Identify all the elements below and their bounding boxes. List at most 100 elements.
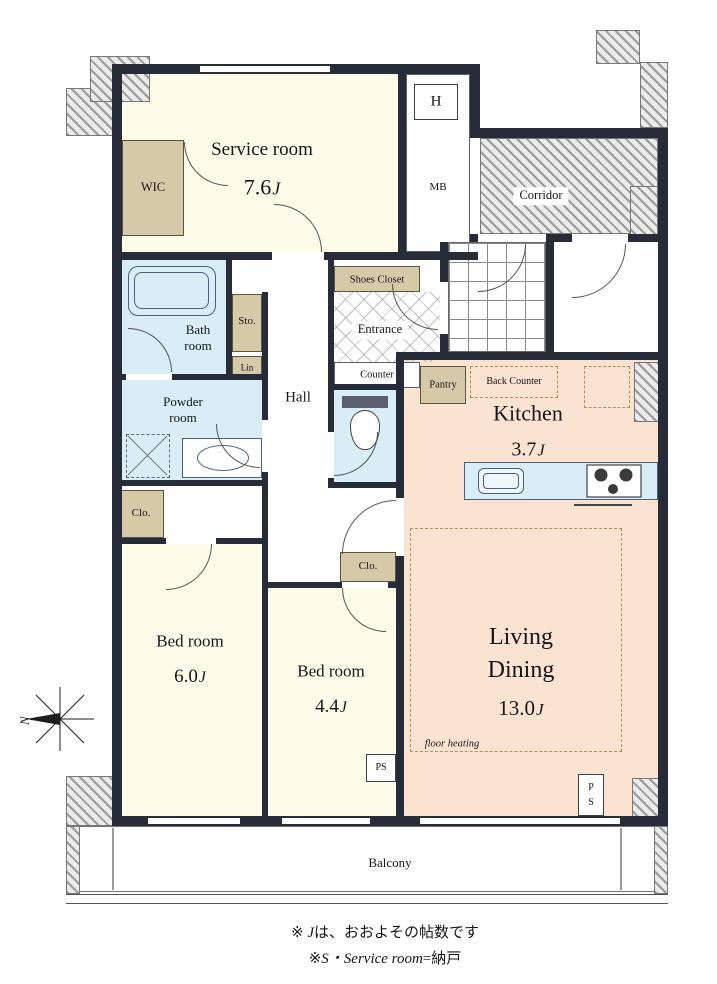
wall bbox=[470, 234, 668, 242]
pipe-space-1 bbox=[366, 754, 396, 782]
bedroom-2-label: Bed room bbox=[297, 661, 365, 681]
window bbox=[420, 816, 620, 826]
wall bbox=[328, 482, 402, 488]
shoes-closet bbox=[334, 266, 420, 292]
corridor-area bbox=[480, 138, 658, 234]
closet-1-label: Clo. bbox=[131, 507, 151, 520]
kitchen-label: Kitchen bbox=[493, 400, 563, 426]
door-arc bbox=[342, 500, 396, 554]
floor-heating-label: floor heating bbox=[424, 738, 480, 750]
wall bbox=[398, 64, 406, 260]
bedroom-2-area: 4.4J bbox=[315, 696, 347, 718]
entrance-label: Entrance bbox=[351, 321, 409, 339]
hatch-block bbox=[654, 826, 668, 894]
door-opening bbox=[272, 252, 324, 260]
door-opening bbox=[328, 432, 334, 478]
back-counter-area bbox=[470, 366, 558, 398]
door-opening bbox=[440, 282, 448, 334]
stove-icon bbox=[586, 464, 642, 498]
wall bbox=[328, 384, 402, 390]
door-opening bbox=[262, 420, 268, 472]
closet-2-label: Clo. bbox=[358, 560, 378, 573]
fridge-space bbox=[584, 366, 630, 408]
bedroom-1-label: Bed room bbox=[156, 631, 224, 651]
wall bbox=[112, 374, 268, 380]
meter-box-label: MB bbox=[429, 181, 447, 194]
door-opening bbox=[572, 234, 628, 242]
h-box bbox=[414, 84, 458, 120]
hatch-block bbox=[630, 186, 658, 242]
service-room-label: Service room bbox=[211, 139, 313, 161]
room-living-dining bbox=[404, 522, 658, 816]
back-counter-label: Back Counter bbox=[486, 375, 542, 387]
wall bbox=[262, 538, 268, 816]
counter-edge-line bbox=[574, 504, 632, 506]
wall bbox=[226, 252, 232, 380]
wall bbox=[658, 128, 668, 826]
sto-label: Sto. bbox=[238, 315, 256, 328]
living-dining-label-line1: Living bbox=[489, 624, 553, 650]
note-line-1: ※ Jは、おおよその帖数です bbox=[290, 925, 479, 941]
wall bbox=[112, 64, 122, 826]
door-opening bbox=[342, 582, 388, 588]
pipe-space-2 bbox=[578, 774, 604, 816]
bedroom-1-area: 6.0J bbox=[174, 666, 206, 688]
pipe-space-1-label: PS bbox=[375, 761, 387, 773]
closet-2 bbox=[340, 552, 396, 582]
bathtub-inner bbox=[134, 272, 209, 309]
hatch-block bbox=[640, 62, 668, 128]
living-dining-area: 13.0J bbox=[498, 695, 544, 720]
wall bbox=[112, 816, 668, 826]
door-opening bbox=[126, 374, 172, 380]
service-room-area: 7.6J bbox=[243, 174, 281, 200]
shoes-closet-label: Shoes Closet bbox=[349, 274, 405, 286]
wall bbox=[112, 480, 268, 486]
balcony-divider-left bbox=[112, 828, 114, 890]
wall bbox=[396, 352, 668, 360]
balcony-label: Balcony bbox=[368, 854, 412, 870]
wall bbox=[268, 582, 404, 588]
pantry-label: Pantry bbox=[429, 379, 457, 391]
door-opening bbox=[166, 538, 216, 544]
compass-rose: N bbox=[18, 687, 94, 751]
hall-label: Hall bbox=[285, 389, 311, 406]
corridor-label: Corridor bbox=[513, 187, 569, 205]
window bbox=[200, 64, 330, 74]
window bbox=[148, 816, 240, 826]
wall bbox=[470, 64, 480, 138]
balcony-divider-right bbox=[620, 828, 622, 890]
compass-north-label: N bbox=[18, 715, 32, 726]
wall bbox=[470, 128, 668, 138]
toilet-tank bbox=[342, 396, 388, 408]
note-line-2: ※S・Service room=納戸 bbox=[308, 951, 462, 968]
footnotes: ※ Jは、おおよその帖数です ※S・Service room=納戸 bbox=[120, 920, 650, 973]
room-bedroom-1 bbox=[122, 544, 262, 816]
door-opening bbox=[478, 234, 546, 242]
counter-label: Counter bbox=[360, 369, 394, 381]
balcony-railing bbox=[66, 894, 668, 904]
window bbox=[282, 816, 370, 826]
storage-sto bbox=[232, 294, 262, 352]
h-box-label: H bbox=[430, 93, 442, 110]
door-opening bbox=[396, 498, 404, 556]
lin-label: Lin bbox=[240, 362, 254, 373]
kitchen-area: 3.7J bbox=[511, 438, 545, 461]
floor-heating-area bbox=[410, 528, 622, 752]
wall bbox=[328, 260, 334, 488]
balcony-area bbox=[66, 826, 668, 892]
hatch-block bbox=[66, 776, 114, 826]
wic bbox=[122, 140, 184, 236]
living-dining-label-line2: Dining bbox=[487, 657, 555, 683]
wic-label: WIC bbox=[140, 180, 166, 195]
sink-inner bbox=[483, 473, 519, 489]
wall bbox=[546, 242, 554, 352]
hatch-block bbox=[66, 826, 80, 894]
washer-space-icon bbox=[126, 434, 170, 478]
bathtub-icon bbox=[128, 266, 216, 316]
door-arc bbox=[572, 244, 626, 298]
kitchen-sink-icon bbox=[478, 468, 524, 494]
